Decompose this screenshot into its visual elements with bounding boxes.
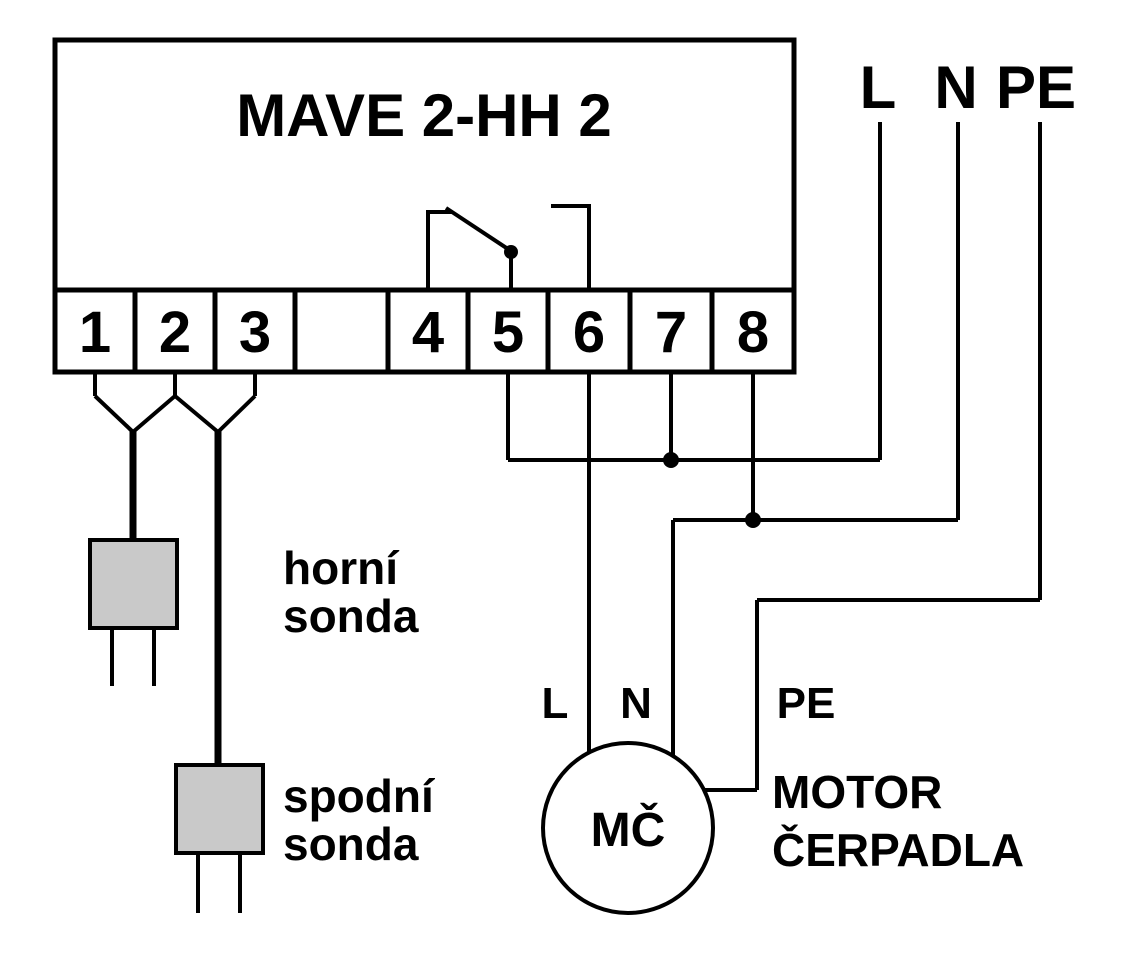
terminal-label-5: 5 — [492, 300, 524, 365]
upper-probe-label-line1: horní — [283, 542, 400, 594]
terminal-label-6: 6 — [573, 300, 605, 365]
terminal-label-3: 3 — [239, 300, 271, 365]
terminal-label-4: 4 — [412, 300, 444, 365]
device-title: MAVE 2-HH 2 — [236, 82, 612, 149]
terminal-cell-blank — [292, 287, 391, 375]
wire-terminal2-slant-right — [173, 394, 220, 434]
motor-n-label: N — [620, 679, 652, 728]
motor-label: MČ — [591, 802, 666, 857]
supply-pe-label: PE — [996, 54, 1076, 121]
lower-probe-label-line1: spodní — [283, 770, 436, 822]
contact-nc-lead — [426, 210, 452, 290]
upper-probe-body — [88, 538, 179, 630]
motor-caption-line1: MOTOR — [772, 766, 942, 818]
terminal-label-2: 2 — [159, 300, 191, 365]
motor-caption-line2: ČERPADLA — [772, 824, 1024, 876]
junction-dot-n — [745, 512, 761, 528]
contact-no-lead — [551, 204, 591, 290]
junction-dot-l — [663, 452, 679, 468]
terminal-label-8: 8 — [737, 300, 769, 365]
wire-terminal3-slant — [216, 394, 257, 434]
upper-probe-label-line2: sonda — [283, 590, 419, 642]
motor-circle — [541, 741, 715, 915]
supply-l-label: L — [860, 54, 897, 121]
lower-probe-body — [174, 763, 265, 855]
supply-n-label: N — [934, 54, 977, 121]
wire-terminal1-slant — [93, 394, 135, 434]
terminal-label-1: 1 — [79, 300, 111, 365]
contact-blade — [444, 206, 513, 253]
motor-pe-label: PE — [777, 679, 836, 728]
terminal-label-7: 7 — [655, 300, 687, 365]
device-body-box — [52, 37, 797, 293]
lower-probe-label-line2: sonda — [283, 818, 419, 870]
wire-terminal2-slant-left — [131, 394, 177, 434]
motor-l-label: L — [542, 679, 569, 728]
